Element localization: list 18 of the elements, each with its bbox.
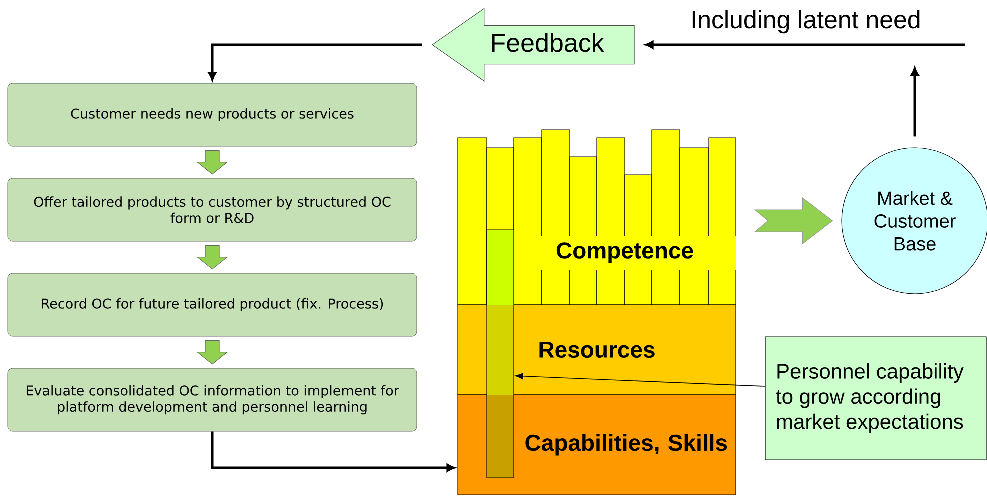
arrow — [211, 432, 456, 472]
block-arrow — [196, 340, 228, 365]
process-box: Customer needs new products or services — [8, 83, 418, 147]
note-box: Personnel capability to grow according market expectations — [765, 336, 987, 460]
edge-label: Including latent need — [690, 9, 922, 35]
arrow — [208, 44, 422, 81]
arrow — [911, 68, 919, 137]
arrow — [646, 41, 965, 49]
highlight-column — [486, 230, 514, 478]
band-label: Competence — [514, 236, 736, 270]
band: Capabilities, Skills — [458, 394, 736, 496]
process-box: Offer tailored products to customer by structured OC form or R&D — [8, 178, 418, 242]
block-arrow — [196, 150, 228, 175]
process-box: Evaluate consolidated OC information to implement for platform development and personnel learning — [8, 368, 418, 432]
process-box: Record OC for future tailored product (fix. Process) — [8, 273, 418, 337]
block-arrow — [196, 245, 228, 270]
chevron-arrow — [754, 197, 834, 245]
leader-line — [516, 373, 766, 387]
